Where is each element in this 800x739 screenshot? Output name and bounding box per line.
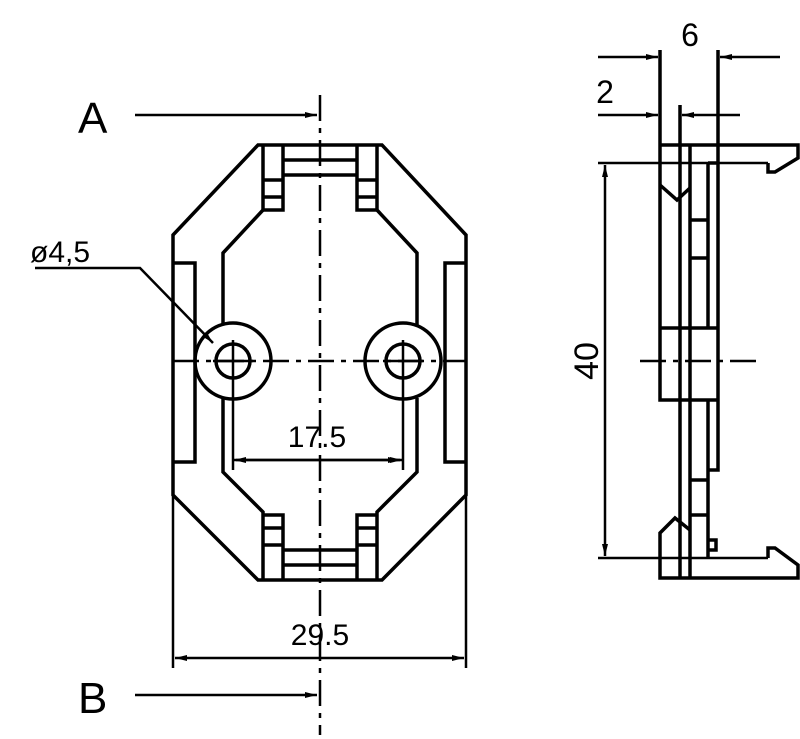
flange-label: 2 (596, 74, 614, 110)
height-label: 40 (568, 342, 606, 380)
bottom-flange (658, 515, 800, 580)
side-body (658, 50, 720, 578)
hole-crosshairs (213, 340, 423, 470)
width-extension-lines (171, 495, 468, 668)
hole-spacing-label: 17.5 (288, 421, 346, 454)
hole-diameter-label: ø4,5 (30, 236, 90, 269)
inner-right-outline (375, 145, 419, 580)
front-outline (171, 143, 468, 582)
top-notch (658, 183, 692, 203)
front-view: 17.5 29.5 ø4,5 A B (30, 94, 468, 735)
depth-label: 6 (681, 17, 699, 53)
hole-diameter-leader (35, 266, 214, 344)
height-extension-lines (598, 161, 768, 560)
section-a-label: A (78, 94, 108, 143)
overall-width-label: 29.5 (291, 619, 349, 652)
side-view: 40 6 2 (568, 17, 800, 580)
inner-left-outline (221, 145, 265, 580)
section-b-label: B (78, 674, 107, 723)
